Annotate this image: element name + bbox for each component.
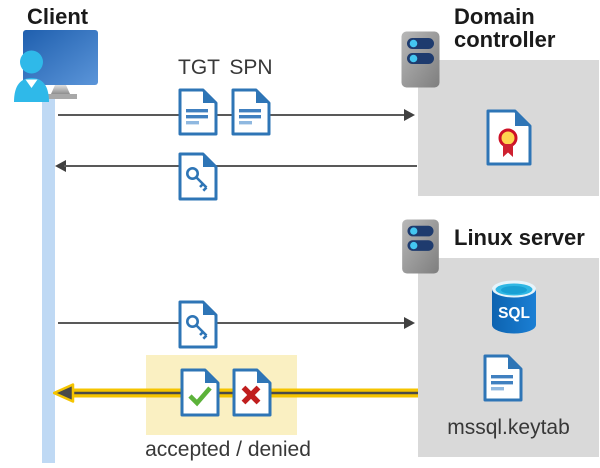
server-icon <box>402 219 439 274</box>
arrow-ticket-response <box>55 160 417 172</box>
accepted-denied-caption: accepted / denied <box>145 438 311 461</box>
spn-document-icon <box>231 88 271 136</box>
sql-database-icon: SQL <box>492 280 536 334</box>
key-document-icon <box>178 152 218 201</box>
accepted-document-icon <box>180 368 220 417</box>
key-icon <box>186 314 208 340</box>
cross-icon <box>241 385 261 405</box>
client-icon <box>14 30 98 102</box>
monitor-icon <box>23 30 98 85</box>
tgt-document-icon <box>178 88 218 136</box>
key-document-icon <box>178 300 218 349</box>
server-icon <box>401 31 440 88</box>
person-icon <box>14 50 49 102</box>
check-icon <box>188 386 212 407</box>
monitor-stand <box>51 85 70 94</box>
linux-server-label: Linux server <box>454 225 585 250</box>
keytab-file-icon <box>483 354 523 402</box>
keytab-label: mssql.keytab <box>447 416 570 439</box>
key-icon <box>186 166 208 192</box>
arrow-service-request <box>58 317 415 329</box>
spn-label: SPN <box>229 56 273 79</box>
denied-document-icon <box>232 368 272 417</box>
domain-controller-label: Domain controller <box>454 4 556 52</box>
client-lifeline <box>42 95 55 463</box>
certificate-icon <box>486 109 532 166</box>
svg-text:SQL: SQL <box>498 305 530 322</box>
tgt-label: TGT <box>178 56 220 79</box>
client-label: Client <box>27 4 89 29</box>
